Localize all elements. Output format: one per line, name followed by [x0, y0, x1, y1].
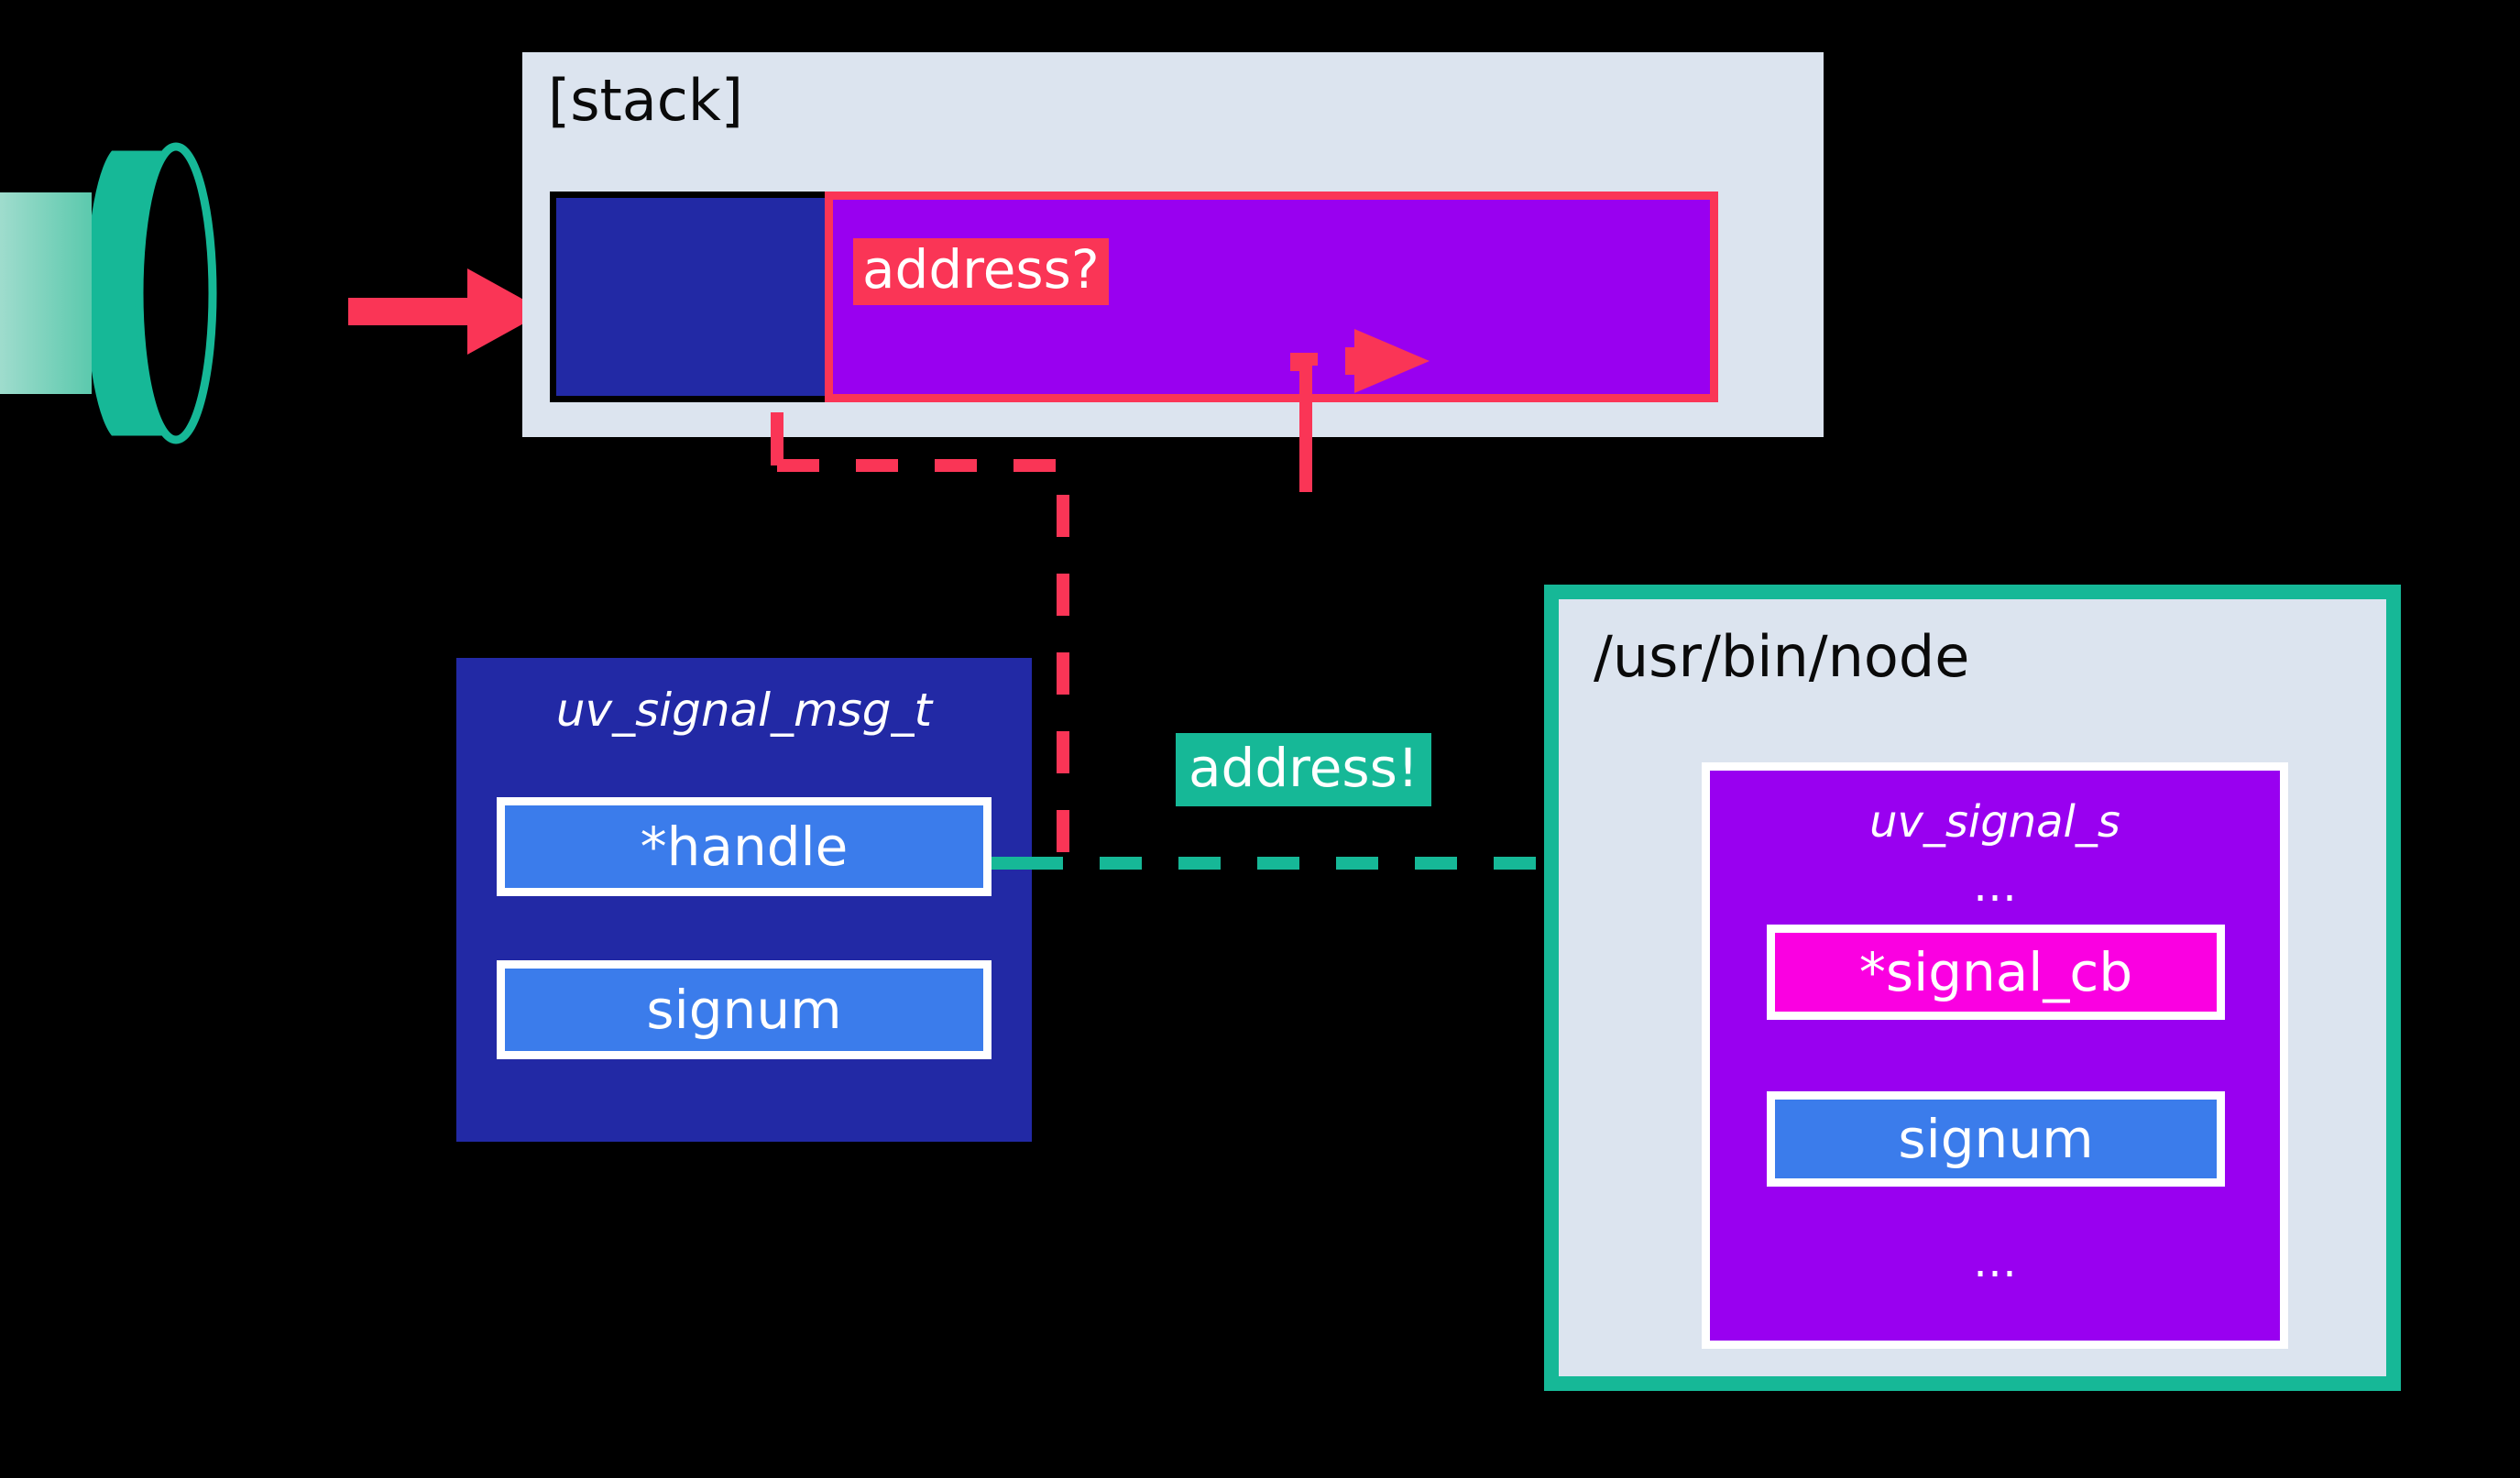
stack-panel: [stack] address? [522, 52, 1824, 492]
node-binary-panel: /usr/bin/node uv_signal_s … *signal_cb s… [1544, 585, 2401, 1391]
stack-purple-slot: address? [825, 192, 1718, 402]
uv-signal-s-title: uv_signal_s [1869, 796, 2120, 848]
solid-red-arrow [348, 268, 545, 355]
struct-field-signal-cb: *signal_cb [1767, 925, 2225, 1020]
msg-field-signum: signum [497, 960, 992, 1059]
signal-source-tube [0, 137, 330, 449]
address-bang-chip: address! [1176, 733, 1432, 807]
green-route-origin-stub [992, 857, 1028, 870]
stack-frame-box [550, 192, 843, 402]
tube-cylinder-icon [92, 142, 217, 444]
msg-field-handle: *handle [497, 797, 992, 896]
node-binary-label: /usr/bin/node [1594, 623, 1970, 690]
uv-signal-s-struct: uv_signal_s … *signal_cb signum … [1702, 762, 2288, 1349]
msg-struct-title: uv_signal_msg_t [555, 684, 933, 737]
struct-ellipsis-top: … [1973, 860, 2017, 912]
uv-signal-msg-struct: uv_signal_msg_t *handle signum [456, 658, 1032, 1142]
struct-field-signum: signum [1767, 1091, 2225, 1187]
red-dashed-stub-vertical [1299, 355, 1312, 492]
red-dashed-route [771, 412, 1069, 861]
struct-ellipsis-bottom: … [1973, 1236, 2017, 1287]
address-question-chip: address? [853, 238, 1109, 305]
stack-label: [stack] [548, 67, 743, 134]
